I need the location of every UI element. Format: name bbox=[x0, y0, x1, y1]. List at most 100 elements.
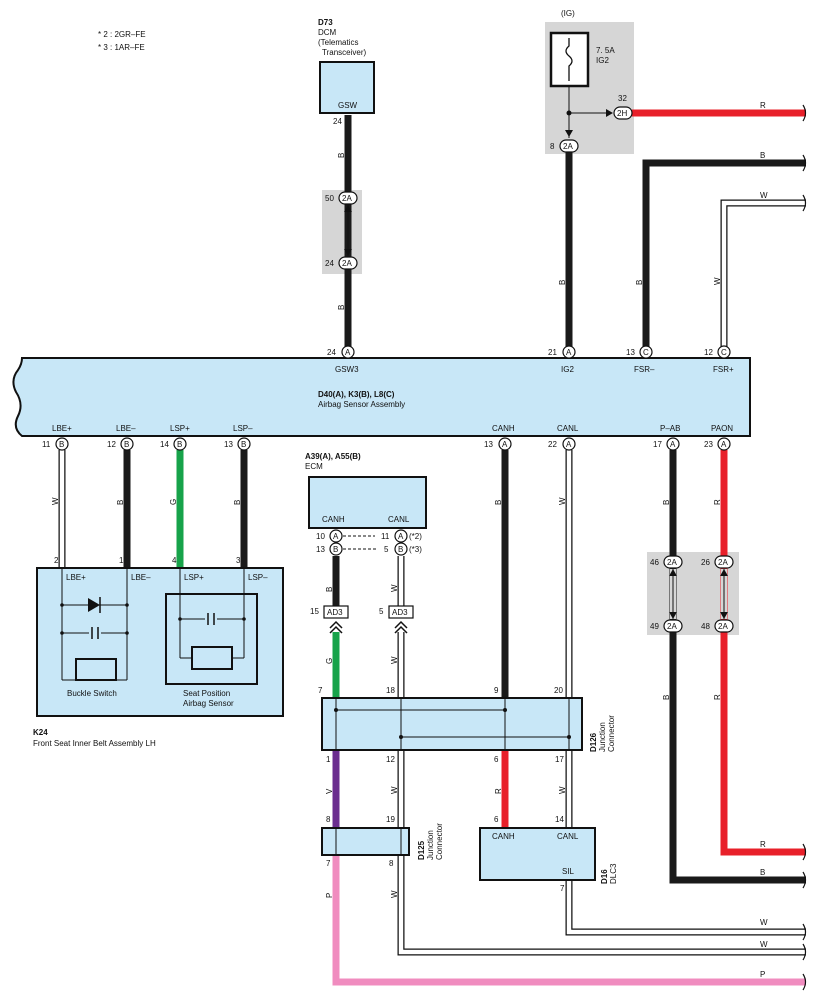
wire-label-d126-12: W bbox=[390, 786, 399, 794]
airbag-bottom-pin-lbe-minus: LBE– 12 B bbox=[107, 424, 136, 451]
d125-pin-8: 8 bbox=[389, 859, 394, 868]
node-dot bbox=[125, 631, 129, 635]
d125-code: D125 bbox=[417, 840, 426, 860]
capacitor-bg bbox=[205, 613, 217, 625]
node-dot bbox=[178, 617, 182, 621]
d126-pin-17: 17 bbox=[555, 755, 564, 764]
d126-pin-7: 7 bbox=[318, 686, 323, 695]
pin-no: 23 bbox=[704, 440, 713, 449]
pin-no: 17 bbox=[653, 440, 662, 449]
pin-no: 24 bbox=[327, 348, 336, 357]
wire-paon bbox=[720, 450, 806, 856]
pin-no: 13 bbox=[484, 440, 493, 449]
ad3-r-chevrons bbox=[394, 620, 408, 634]
d125-name-1: Junction bbox=[426, 830, 435, 860]
pin-conn: A bbox=[502, 440, 508, 449]
joint-paon-bot: 48 2A bbox=[701, 619, 734, 633]
d125-pin-8-top: 8 bbox=[326, 815, 331, 824]
joint-gsw-top: 50 2A bbox=[325, 191, 358, 205]
ecm-row-note: (*3) bbox=[409, 545, 422, 554]
d126-pin-20: 20 bbox=[554, 686, 563, 695]
d73-pin-no: 24 bbox=[333, 117, 342, 126]
wire-label-ig-down: B bbox=[558, 280, 567, 285]
node-dot bbox=[503, 708, 507, 712]
ecm-name: ECM bbox=[305, 462, 323, 471]
airbag-bottom-pin-paon: PAON 23 A bbox=[704, 424, 733, 451]
d125-pin-7: 7 bbox=[326, 859, 331, 868]
airbag-bottom-pin-lbe-plus: LBE+ 11 B bbox=[42, 424, 72, 451]
wire-label-paon-low: R bbox=[713, 694, 722, 700]
wire-label-out-p: P bbox=[760, 970, 765, 979]
wire-label-out-w-top: W bbox=[760, 191, 768, 200]
pin-no: 21 bbox=[548, 348, 557, 357]
airbag-bottom-pin-canh: CANH 13 A bbox=[484, 424, 515, 451]
wire-d16-7 bbox=[566, 880, 806, 935]
pin-conn: A bbox=[345, 348, 351, 357]
pin-name: FSR– bbox=[634, 365, 655, 374]
d126-pin-6: 6 bbox=[494, 755, 499, 764]
ecm-row-l-conn: B bbox=[333, 545, 338, 554]
pin-circle bbox=[329, 529, 343, 543]
joint-ig-h: 32 2H bbox=[613, 94, 633, 120]
ad3-r-conn: AD3 bbox=[392, 608, 408, 617]
wire-label-gsw-up: B bbox=[337, 153, 346, 158]
joint-ig-a-oval bbox=[559, 139, 579, 153]
d16-pin-6: 6 bbox=[494, 815, 499, 824]
ad3-r-box bbox=[388, 605, 414, 619]
node-dot bbox=[334, 708, 338, 712]
d125-name-2: Connector bbox=[435, 823, 444, 860]
wire-d125-7 bbox=[332, 855, 806, 986]
node-dot bbox=[399, 735, 403, 739]
airbag-bottom-pin-lsp-minus: LSP– 13 B bbox=[224, 424, 253, 451]
joint-no: 49 bbox=[650, 622, 659, 631]
pin-circle bbox=[120, 437, 134, 451]
joint-conn: 2A bbox=[667, 622, 677, 631]
fuse-name: IG2 bbox=[596, 56, 609, 65]
seat-sensor-box bbox=[165, 593, 258, 685]
wire-label-out-r-top: R bbox=[760, 101, 766, 110]
d126-bus bbox=[335, 698, 570, 750]
airbag-top-pin-fsr-minus: 13 C FSR– bbox=[626, 345, 655, 374]
diode-icon bbox=[88, 598, 100, 612]
d16-name: DLC3 bbox=[609, 863, 618, 884]
wire-label-out-w1: W bbox=[760, 918, 768, 927]
joint-no: 48 bbox=[701, 622, 710, 631]
ecm-row-2: 13 B 5 B (*3) bbox=[316, 542, 422, 556]
wire-label-out-r-mid: R bbox=[760, 840, 766, 849]
pin-name: P–AB bbox=[660, 424, 680, 433]
note-2grfe: * 2 : 2GR–FE bbox=[98, 30, 146, 39]
joint-arrows bbox=[669, 569, 728, 619]
pin-no: 12 bbox=[704, 348, 713, 357]
fuse-arrows bbox=[565, 109, 613, 137]
ecm-row-r-conn: B bbox=[398, 545, 403, 554]
d126-pin-12: 12 bbox=[386, 755, 395, 764]
wire-label-out-b-top: B bbox=[760, 151, 765, 160]
d73-sub1: (Telematics bbox=[318, 38, 358, 47]
k24-pin-lbe-minus: LBE– bbox=[131, 573, 151, 582]
ad3-l-conn: AD3 bbox=[327, 608, 343, 617]
pin-name: LBE+ bbox=[52, 424, 72, 433]
d73-sub2: Transceiver) bbox=[322, 48, 366, 57]
break-marks bbox=[802, 104, 807, 991]
joint-gsw-top-no: 50 bbox=[325, 194, 334, 203]
buckle-switch-icon bbox=[75, 658, 117, 681]
d73-code: D73 bbox=[318, 18, 333, 27]
pin-no: 22 bbox=[548, 440, 557, 449]
node-dot bbox=[567, 735, 571, 739]
wire-label-lbe-minus: B bbox=[116, 500, 125, 505]
d16-canh-label: CANH bbox=[492, 832, 515, 841]
ad3-l-chevrons bbox=[329, 620, 343, 634]
pin-no: 13 bbox=[626, 348, 635, 357]
airbag-assembly-box bbox=[12, 357, 751, 437]
wire-label-gsw-down: B bbox=[337, 305, 346, 310]
pin-circle bbox=[717, 345, 731, 359]
pin-name: IG2 bbox=[561, 365, 574, 374]
pin-circle bbox=[329, 542, 343, 556]
joint-oval bbox=[663, 619, 683, 633]
d126-box bbox=[321, 697, 583, 751]
joint-gsw-bot-oval bbox=[338, 256, 358, 270]
seat-sensor-icon bbox=[191, 646, 233, 670]
airbag-top-pin-ig2: 21 A IG2 bbox=[548, 345, 576, 374]
pin-conn: A bbox=[721, 440, 727, 449]
joint-pab-top: 46 2A bbox=[650, 555, 683, 569]
